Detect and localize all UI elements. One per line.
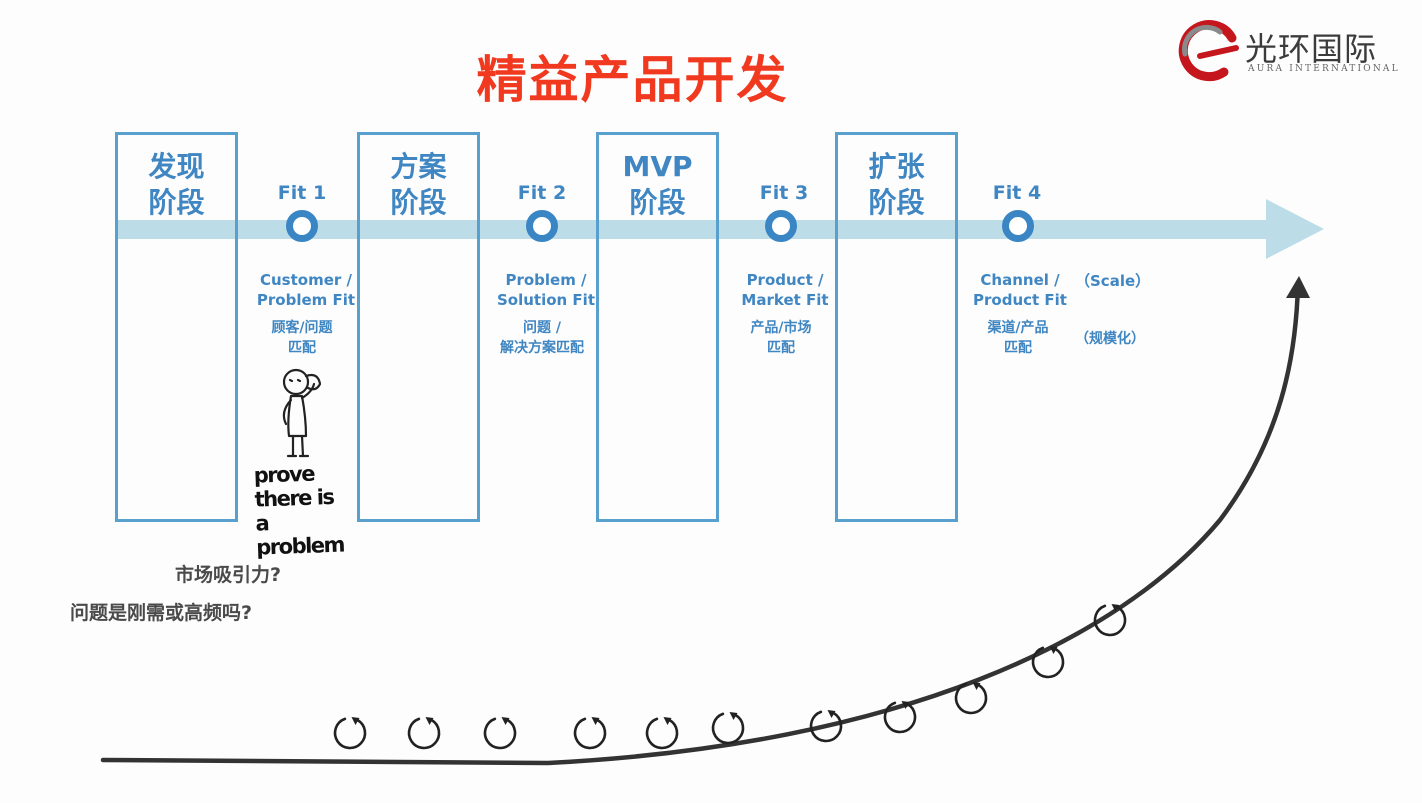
stage-label: 扩张阶段 xyxy=(868,150,925,219)
fit-2-milestone-icon xyxy=(526,210,558,242)
iteration-loop-icon xyxy=(954,682,988,715)
fit-1-milestone-icon xyxy=(286,210,318,242)
stage-box-discovery: 发现阶段 xyxy=(115,132,238,522)
iteration-loop-icon xyxy=(1093,604,1127,637)
fit-1-chinese: 顾客/问题匹配 xyxy=(271,320,333,356)
question-pain-point: 问题是刚需或高频吗? xyxy=(70,602,253,624)
stage-label: 发现阶段 xyxy=(148,150,205,219)
iteration-loop-icon xyxy=(407,717,441,750)
fit-3-label: Fit 3 xyxy=(759,182,809,204)
growth-curve-arrow-icon xyxy=(1286,276,1310,298)
fit-3-english: Product /Market Fit xyxy=(741,271,829,309)
stage-label: 方案阶段 xyxy=(390,150,447,219)
stick-figure-icon xyxy=(282,368,322,458)
iteration-loop-icon xyxy=(573,717,607,750)
fit-2-chinese: 问题 /解决方案匹配 xyxy=(500,320,584,356)
prove-problem-caption: prove there is a problem xyxy=(253,461,345,560)
timeline-arrow-band xyxy=(115,220,1275,239)
iteration-loop-icon xyxy=(645,717,679,750)
logo-name: 光环国际 xyxy=(1245,30,1378,68)
logo-subtitle: AURA INTERNATIONAL xyxy=(1248,64,1400,74)
page-title: 精益产品开发 xyxy=(476,51,789,109)
fit-4-milestone-icon xyxy=(1002,210,1034,242)
fit-3-milestone-icon xyxy=(765,210,797,242)
iteration-loop-icon xyxy=(883,701,917,734)
fit-4-chinese: 渠道/产品匹配 xyxy=(987,320,1049,356)
scale-english: （Scale） xyxy=(1075,272,1151,290)
fit-4-label: Fit 4 xyxy=(992,182,1042,204)
scale-chinese: （规模化） xyxy=(1075,331,1145,347)
question-market-appeal: 市场吸引力? xyxy=(175,564,282,586)
iteration-loop-icon xyxy=(333,717,367,750)
fit-2-label: Fit 2 xyxy=(517,182,567,204)
fit-2-english: Problem /Solution Fit xyxy=(496,271,595,309)
fit-1-english: Customer /Problem Fit xyxy=(256,271,356,309)
iteration-loop-icon xyxy=(1031,646,1065,679)
fit-3-chinese: 产品/市场匹配 xyxy=(750,320,812,356)
timeline-arrow-head xyxy=(1266,199,1324,259)
iteration-loop-icon xyxy=(483,717,517,750)
fit-1-label: Fit 1 xyxy=(277,182,327,204)
iteration-loop-icon xyxy=(711,712,745,745)
iteration-loop-icon xyxy=(809,710,843,743)
